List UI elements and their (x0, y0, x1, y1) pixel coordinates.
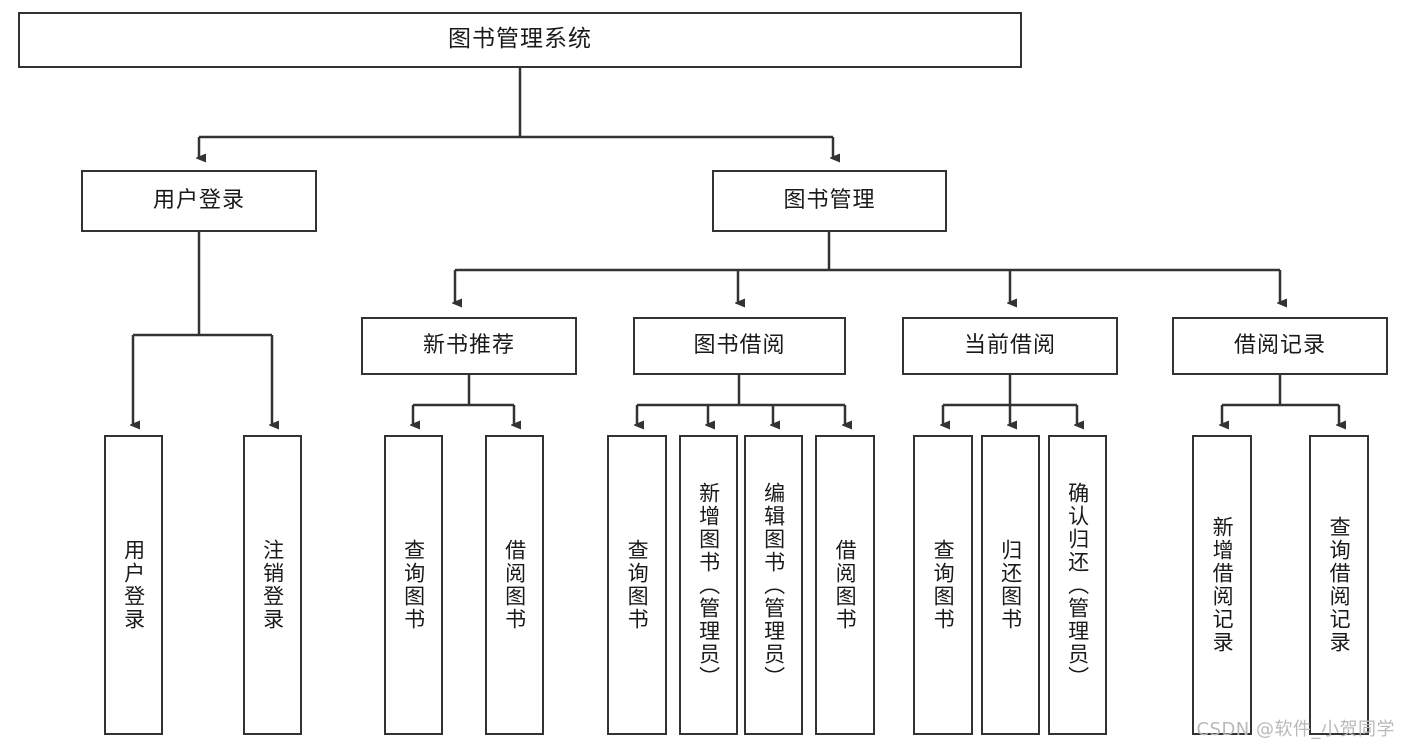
node-borrow-record[interactable]: 借阅记录 (1172, 317, 1388, 375)
edge-new-book-to-leaves (413, 375, 514, 425)
leaf-borrow-book[interactable]: 借阅图书 (815, 435, 875, 735)
leaf-add-borrow-record[interactable]: 新增借阅记录 (1192, 435, 1252, 735)
node-label: 归还图书 (998, 539, 1023, 631)
node-current-borrow[interactable]: 当前借阅 (902, 317, 1118, 375)
node-label: 确认归还（管理员） (1065, 481, 1090, 689)
leaf-user-login[interactable]: 用户登录 (104, 435, 163, 735)
node-label: 图书管理 (783, 187, 876, 213)
leaf-query-book-current[interactable]: 查询图书 (913, 435, 973, 735)
node-label: 查询图书 (401, 539, 426, 631)
leaf-query-book-borrow[interactable]: 查询图书 (607, 435, 667, 735)
edge-book-borrow-to-leaves (637, 375, 845, 425)
node-label: 新增图书（管理员） (696, 481, 721, 689)
node-label: 查询借阅记录 (1327, 516, 1352, 654)
csdn-watermark: CSDN @软件_小贺同学 (1196, 719, 1395, 740)
node-book-borrow[interactable]: 图书借阅 (633, 317, 846, 375)
node-root-library-system[interactable]: 图书管理系统 (18, 12, 1022, 68)
leaf-add-book-admin[interactable]: 新增图书（管理员） (679, 435, 738, 735)
node-label: 查询图书 (931, 539, 956, 631)
leaf-logout[interactable]: 注销登录 (243, 435, 302, 735)
node-label: 图书借阅 (693, 332, 786, 358)
node-label: 用户登录 (121, 539, 146, 631)
node-label: 借阅记录 (1233, 332, 1326, 358)
leaf-borrow-book-recommend[interactable]: 借阅图书 (485, 435, 544, 735)
leaf-return-book[interactable]: 归还图书 (981, 435, 1040, 735)
edge-borrow-record-to-leaves (1222, 375, 1339, 425)
leaf-query-borrow-record[interactable]: 查询借阅记录 (1309, 435, 1369, 735)
edge-user-login-to-leaves (133, 232, 272, 425)
node-label: 新书推荐 (422, 332, 515, 358)
node-label: 查询图书 (625, 539, 650, 631)
node-book-management[interactable]: 图书管理 (712, 170, 947, 232)
node-label: 图书管理系统 (448, 26, 592, 53)
node-label: 用户登录 (152, 187, 245, 213)
node-label: 借阅图书 (502, 539, 527, 631)
node-label: 新增借阅记录 (1210, 516, 1235, 654)
node-label: 当前借阅 (963, 332, 1056, 358)
edge-book-mgmt-to-level3 (455, 232, 1280, 303)
leaf-query-book-recommend[interactable]: 查询图书 (384, 435, 443, 735)
leaf-confirm-return-admin[interactable]: 确认归还（管理员） (1048, 435, 1107, 735)
node-label: 注销登录 (260, 539, 285, 631)
node-label: 编辑图书（管理员） (761, 481, 786, 689)
edge-current-borrow-to-leaves (943, 375, 1077, 425)
node-new-book-recommend[interactable]: 新书推荐 (361, 317, 577, 375)
node-label: 借阅图书 (833, 539, 858, 631)
leaf-edit-book-admin[interactable]: 编辑图书（管理员） (744, 435, 803, 735)
edge-root-to-level2 (199, 68, 833, 158)
node-user-login[interactable]: 用户登录 (81, 170, 317, 232)
